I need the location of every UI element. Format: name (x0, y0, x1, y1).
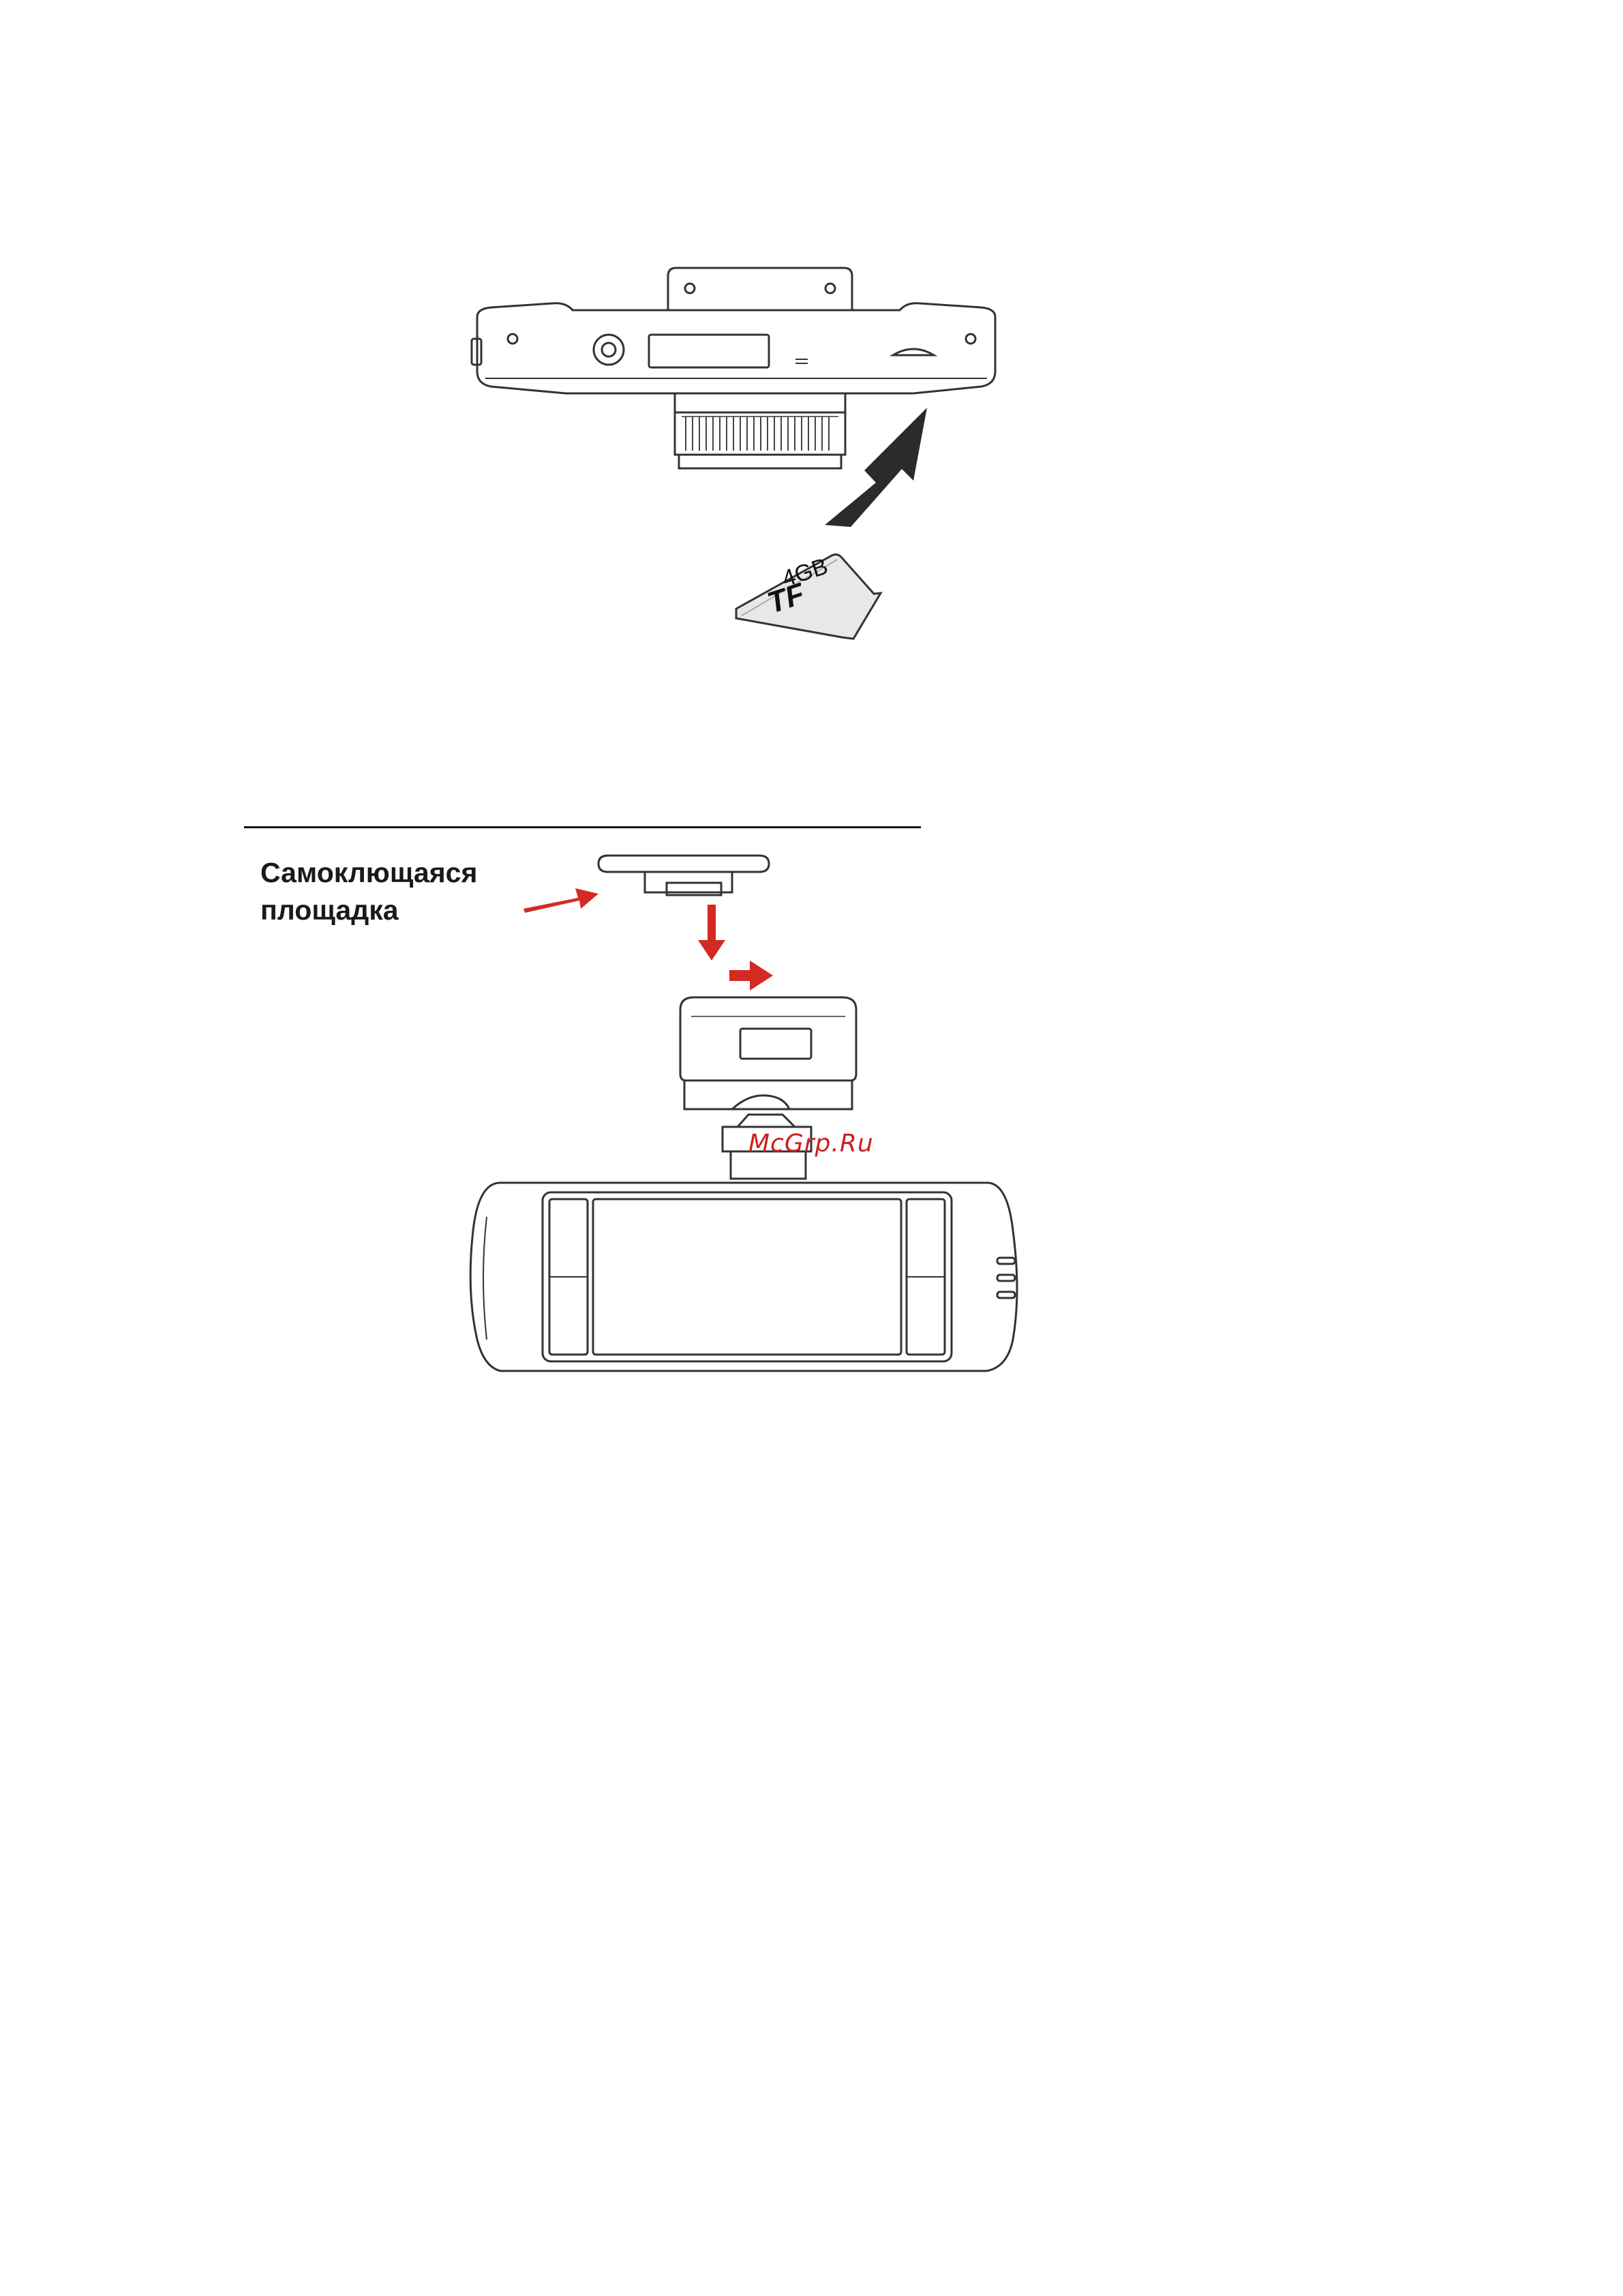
red-arrow-down-icon (698, 905, 725, 961)
camera-front (470, 1183, 1017, 1371)
camera-body-top (472, 303, 995, 393)
tf-card: 4GB TF (736, 553, 881, 639)
lens-knurl (686, 417, 829, 451)
watermark: McGrp.Ru (748, 1130, 874, 1158)
red-arrows (524, 888, 773, 991)
mount-block (680, 997, 856, 1109)
mount-bracket (668, 268, 852, 310)
mount-attachment-illustration (244, 821, 1089, 1425)
red-arrow-right-small-icon (729, 961, 773, 991)
adhesive-pad (598, 856, 769, 895)
card-insertion-illustration: 4GB TF (436, 201, 1172, 692)
red-arrow-right-icon (524, 888, 598, 913)
